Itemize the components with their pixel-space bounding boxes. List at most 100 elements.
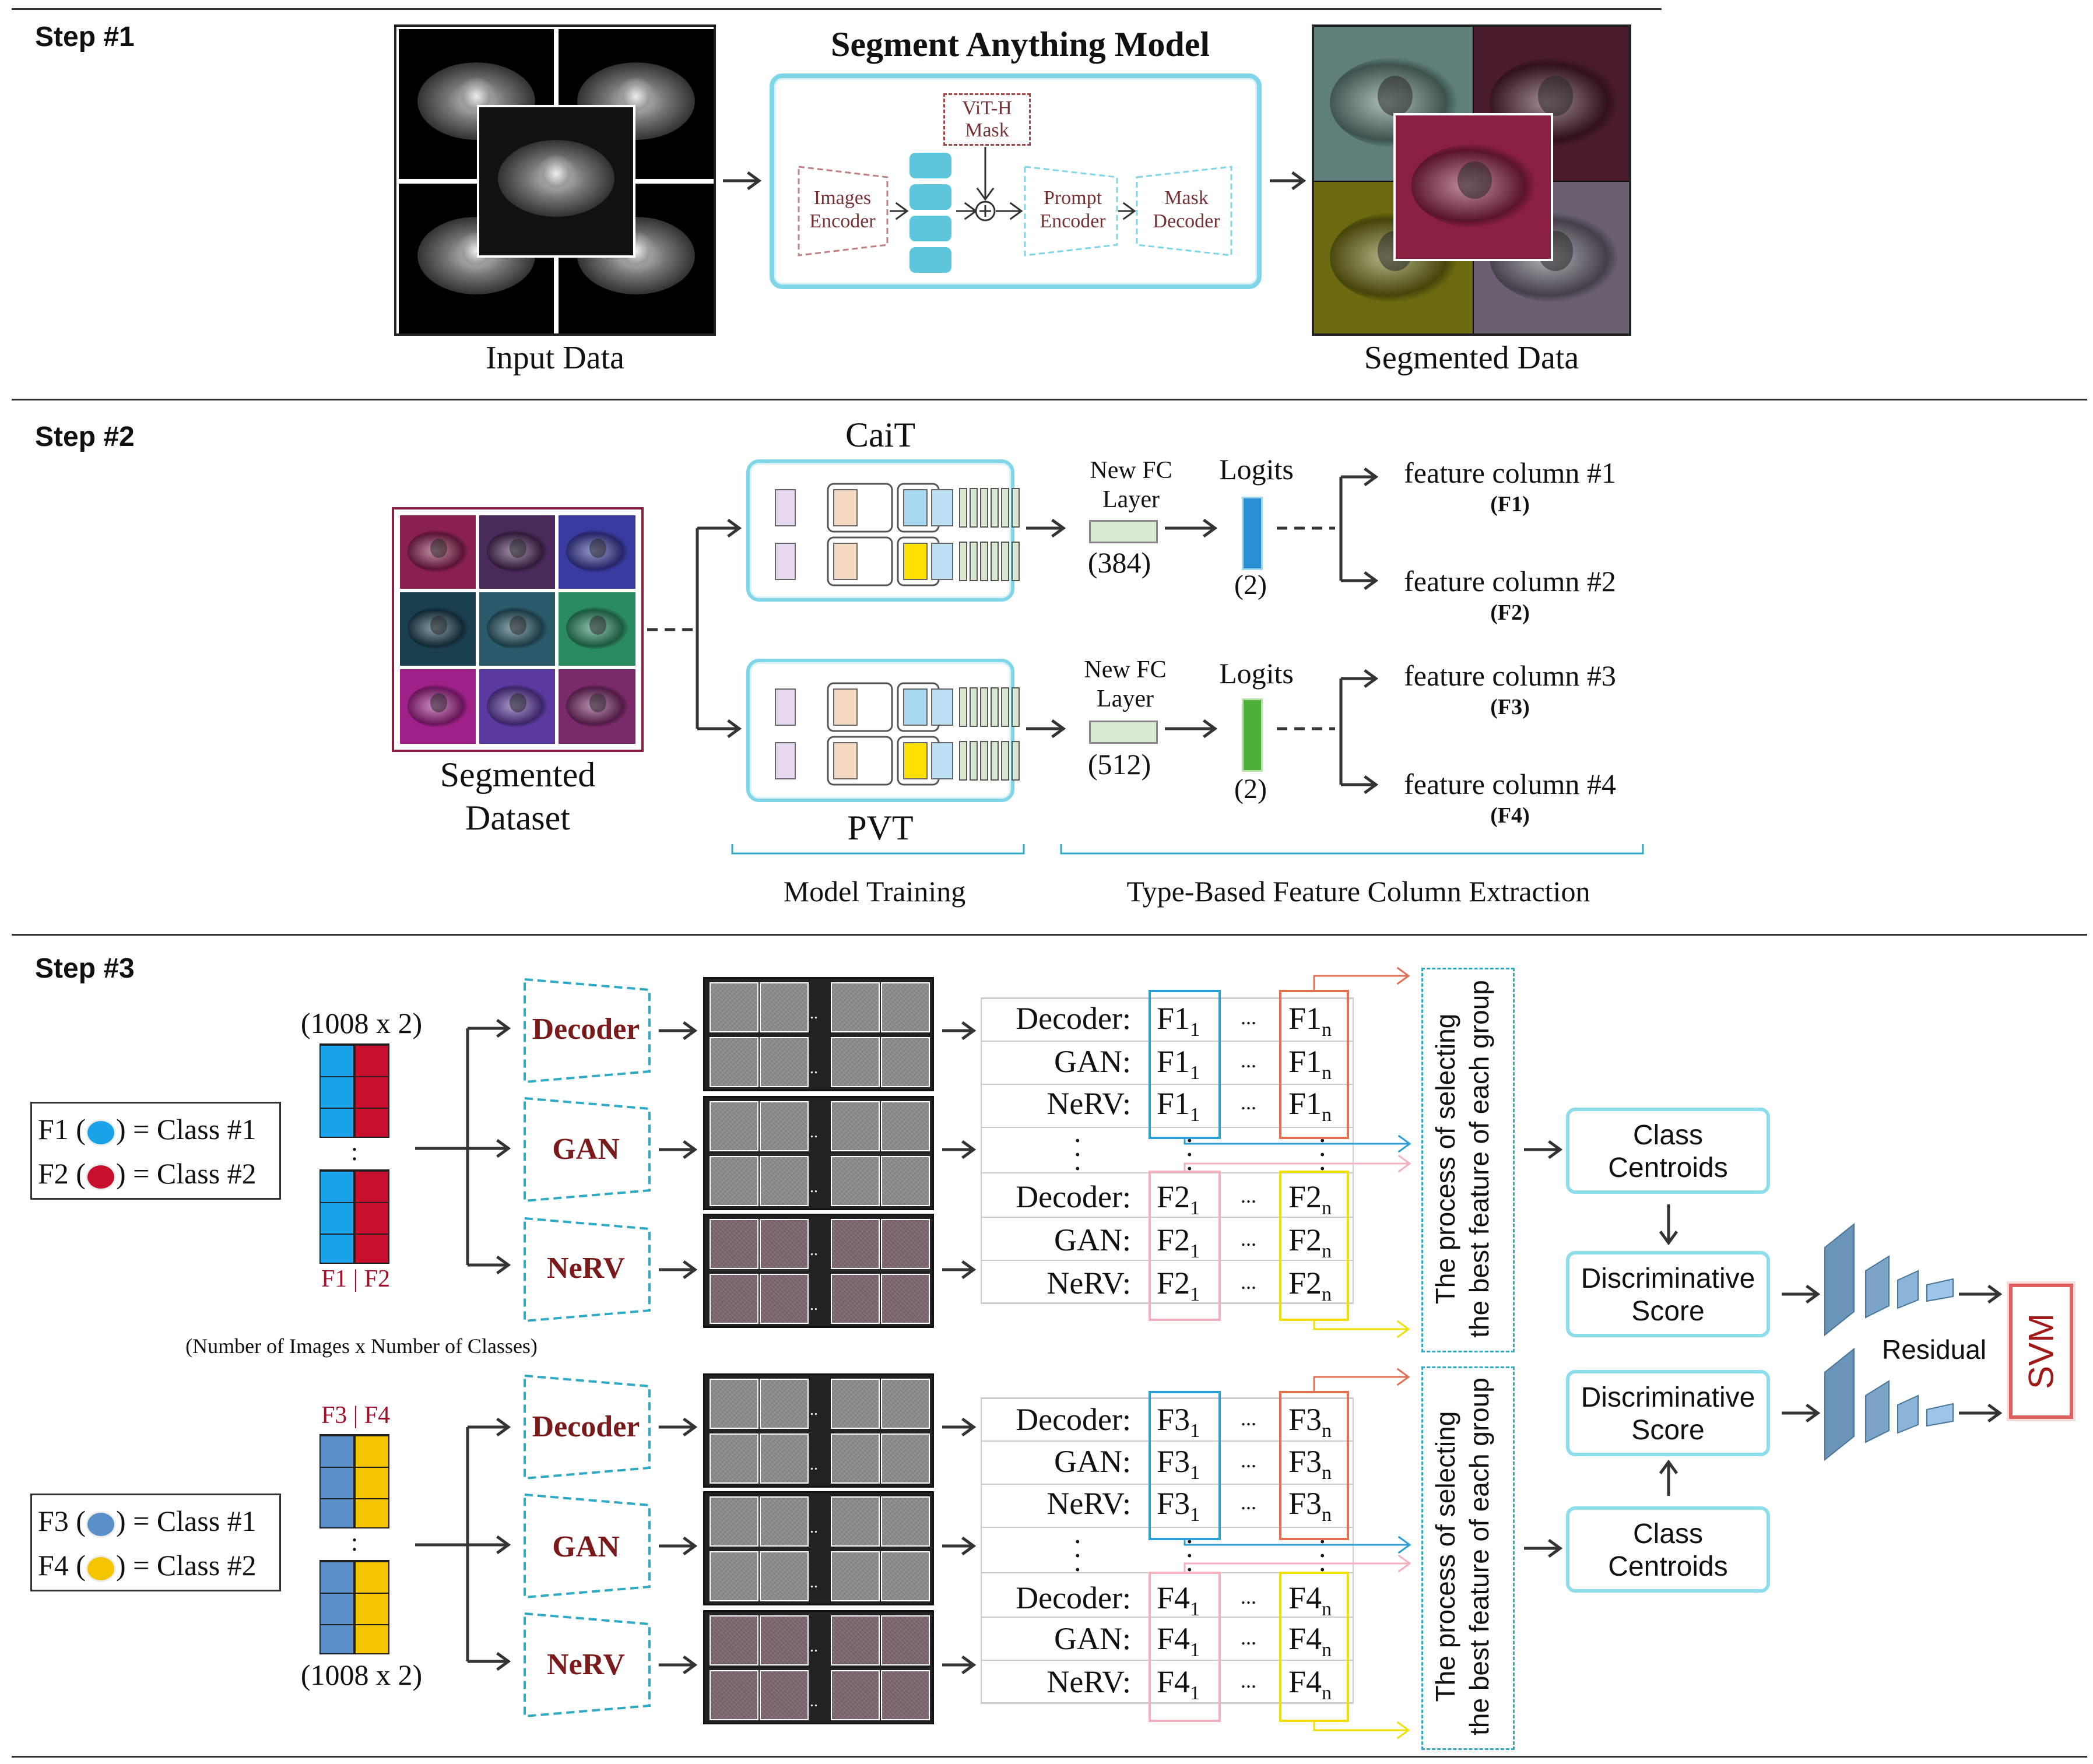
bracket [731, 844, 1025, 855]
divider-step3 [12, 934, 2087, 936]
highlight-box [1149, 1391, 1221, 1540]
matrix-caption: (Number of Images x Number of Classes) [185, 1334, 538, 1358]
synthetic-image-tile [760, 1037, 809, 1087]
segmented-dataset-grid [392, 507, 644, 752]
arrow-head [496, 1417, 511, 1437]
synthetic-image-tile [710, 1551, 758, 1601]
model-block [833, 489, 858, 526]
synthetic-image-tile [710, 982, 758, 1032]
generator-trapezoid [524, 1374, 651, 1480]
gen-gan-top: GAN [552, 1133, 620, 1166]
synthetic-image-strip: .... [703, 1610, 934, 1724]
synthetic-image-tile [881, 1037, 930, 1087]
logits-label-2: Logits [1219, 657, 1294, 690]
synthetic-image-tile [881, 1670, 930, 1720]
residual-block [1865, 1255, 1890, 1319]
synthetic-image-strip: .... [703, 977, 934, 1091]
arrow-head [683, 1260, 698, 1280]
model-layer [970, 687, 978, 727]
model-layer [970, 542, 978, 581]
synthetic-image-tile [710, 1037, 758, 1087]
model-layer [1001, 687, 1009, 727]
arrow-head [683, 1140, 698, 1159]
highlight-box [1149, 1572, 1221, 1722]
model-block [833, 742, 858, 779]
class1-dot [85, 1510, 116, 1538]
residual-block [1926, 1278, 1954, 1302]
encoder-block [909, 184, 951, 210]
segmented-dataset-caption: Segmented Dataset [440, 756, 596, 837]
synthetic-image-tile [831, 1615, 880, 1665]
residual-block [1897, 1270, 1919, 1309]
synthetic-image-tile [881, 1274, 930, 1324]
table-row-label: GAN: [1054, 1444, 1131, 1479]
feature-column-2: feature column #2 (F2) [1404, 565, 1616, 625]
process-box-bottom [1421, 1366, 1515, 1750]
matrix-f34-bottom [319, 1560, 389, 1654]
table-cell-first: F21 [1157, 1179, 1200, 1219]
synthetic-image-strip: .... [703, 1373, 934, 1488]
fc-layer-block-2 [1089, 721, 1158, 744]
ellipsis-dots: .. [810, 1123, 818, 1141]
model-layer [991, 488, 999, 528]
table-row-label: GAN: [1054, 1044, 1131, 1079]
prompt-encoder-trapezoid [1024, 166, 1118, 256]
synthetic-image-tile [831, 1037, 880, 1087]
synthetic-image-tile [710, 1379, 758, 1429]
arrow-head [1396, 1721, 1410, 1740]
model-layer [991, 741, 999, 781]
model-block [931, 688, 953, 726]
model-layer [1012, 687, 1020, 727]
table-cell-ellipsis: ... [1241, 1049, 1256, 1072]
arrow-head [1548, 1538, 1563, 1558]
table-cell-first: F21 [1157, 1222, 1200, 1262]
model-training-caption: Model Training [783, 875, 966, 908]
class1-dot [85, 1119, 116, 1146]
model-block [833, 688, 858, 726]
arrow-head [1364, 669, 1379, 688]
logit-bar-2 [1242, 698, 1263, 772]
logit-dim-2: (2) [1234, 774, 1267, 804]
synthetic-image-tile [760, 1274, 809, 1324]
selection-line [1184, 1562, 1409, 1573]
dataset-tile [559, 592, 635, 666]
extraction-caption: Type-Based Feature Column Extraction [1126, 875, 1590, 908]
pvt-title: PVT [847, 809, 914, 847]
encoder-block [909, 216, 951, 241]
selection-line [1184, 1162, 1409, 1172]
model-block [903, 688, 928, 726]
synthetic-image-tile [760, 1433, 809, 1484]
model-layer [991, 542, 999, 581]
ct-scan-image [396, 27, 556, 181]
table-row-label: NeRV: [1046, 1086, 1131, 1121]
legend-top: F1 () = Class #1 F2 () = Class #2 [30, 1102, 281, 1200]
synthetic-image-tile [831, 1274, 880, 1324]
table-cell-last: F4n [1288, 1580, 1332, 1620]
table-cell-ellipsis: ... [1241, 1006, 1256, 1029]
model-group [827, 736, 893, 786]
arrow-head [1806, 1403, 1821, 1423]
model-layer [980, 488, 988, 528]
arrow-head [961, 1021, 977, 1041]
images-encoder-trapezoid [798, 166, 889, 256]
legend-item: F3 () = Class #1 [38, 1505, 257, 1538]
synthetic-image-tile [760, 1379, 809, 1429]
synthetic-image-tile [831, 1433, 880, 1484]
matrix-dots-top: : [350, 1137, 359, 1166]
model-block [931, 543, 953, 580]
model-layer [970, 741, 978, 781]
synthetic-image-tile [710, 1433, 758, 1484]
residual-label: Residual [1882, 1334, 1986, 1365]
bottom-rule [12, 1756, 2087, 1758]
segmented-tile [1393, 113, 1553, 261]
encoder-block [909, 153, 951, 178]
table-cell-last: F1n [1288, 1086, 1332, 1126]
generator-trapezoid [524, 1097, 651, 1203]
model-block [903, 489, 928, 526]
dataset-tile [559, 669, 635, 744]
arrow-head [1987, 1403, 2003, 1423]
